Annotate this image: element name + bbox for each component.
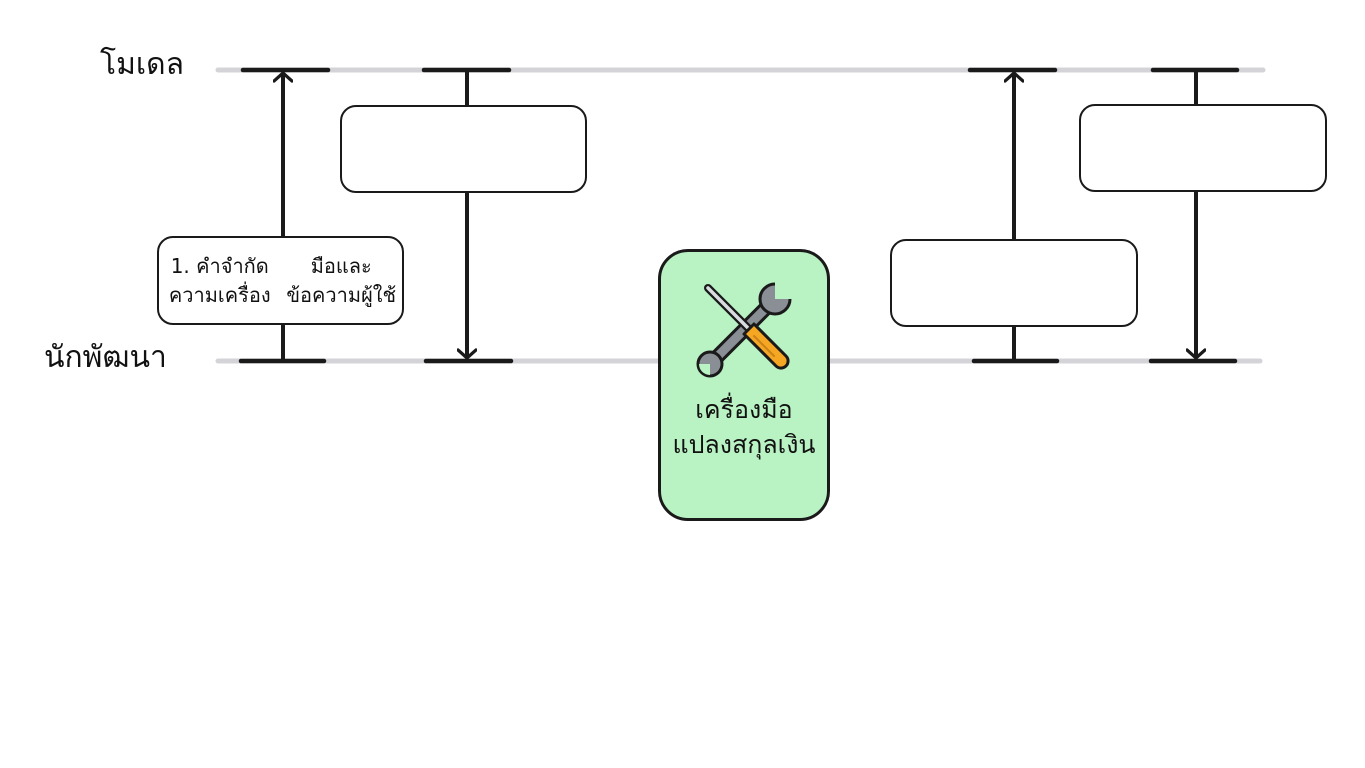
step-1-label-line2: มือและข้อความผู้ใช้ bbox=[286, 253, 397, 307]
tool-name-line2: แปลงสกุลเงิน bbox=[672, 430, 816, 459]
tool-card: เครื่องมือ แปลงสกุลเงิน bbox=[658, 249, 830, 521]
tool-name-line1: เครื่องมือ bbox=[695, 395, 793, 424]
lane-label-developer: นักพัฒนา bbox=[44, 340, 167, 375]
step-3-box bbox=[890, 239, 1138, 327]
step-1-label-line1: 1. คำจำกัดความเครื่อง bbox=[168, 253, 271, 307]
lane-label-model: โมเดล bbox=[100, 47, 185, 82]
step-2-box bbox=[340, 105, 587, 193]
tool-name: เครื่องมือ แปลงสกุลเงิน bbox=[661, 392, 827, 462]
step-4-box bbox=[1079, 104, 1327, 192]
wrench-screwdriver-icon bbox=[696, 282, 792, 378]
step-1-box: 1. คำจำกัดความเครื่อง มือและข้อความผู้ใช… bbox=[157, 236, 404, 325]
